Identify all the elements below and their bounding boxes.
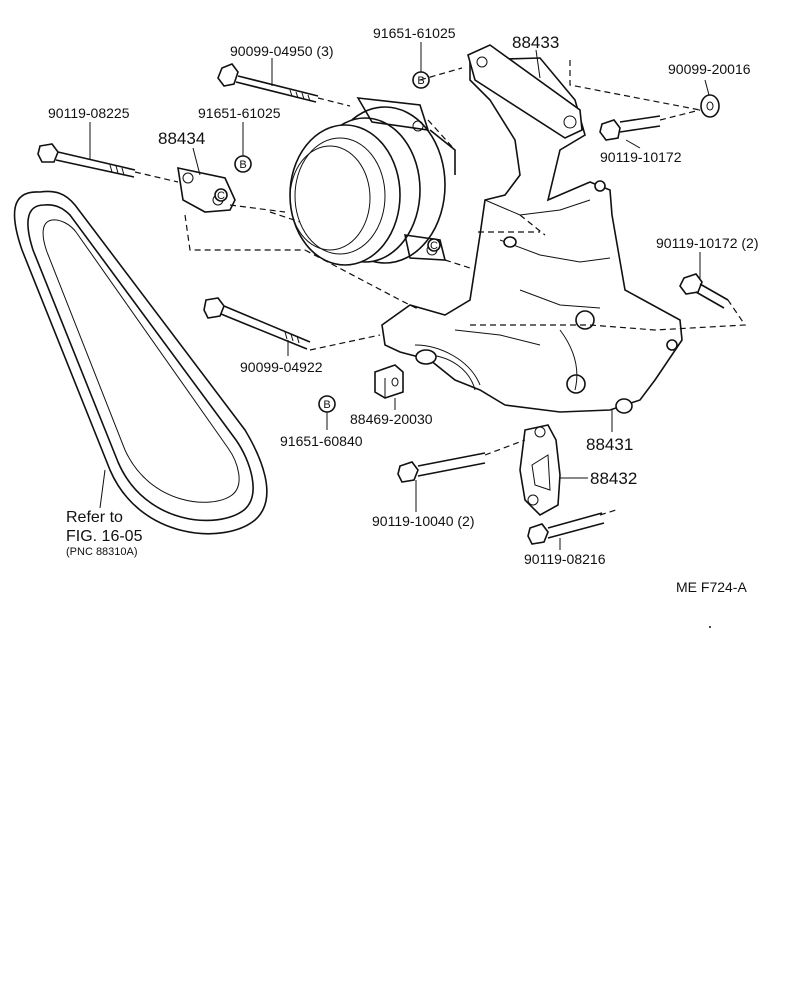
bolt-left-upper [37,143,136,178]
bracket-lower [519,424,561,516]
svg-text:B: B [323,399,330,411]
svg-text:B: B [239,159,246,171]
svg-text:B: B [417,75,424,87]
spacer-block [374,364,404,399]
main-bracket [381,57,683,414]
leader-lines [89,42,710,550]
label-b-mark-top: 91651-61025 [373,25,456,41]
c-symbol-mid: C [427,238,441,252]
b-symbol-left: B [234,155,252,173]
compressor-pulley [289,97,456,266]
bolt-low-left [397,452,486,483]
bolt-long-mid [203,297,311,350]
bolt-top [217,63,319,103]
label-bolt-low-right: 90119-08216 [524,551,606,567]
guide-lines [134,60,747,516]
refer-text-line1: Refer to [66,509,123,526]
label-bracket-lower: 88432 [590,469,637,488]
svg-text:C: C [217,190,225,202]
label-washer: 90099-20016 [668,61,751,77]
refer-text-line2: FIG. 16-05 [66,528,143,545]
stray-dot [709,626,711,628]
label-bracket-main: 88431 [586,435,633,454]
svg-text:C: C [430,240,438,252]
label-spacer: 88469-20030 [350,411,433,427]
drive-belt [13,190,268,535]
bracket-top [467,44,583,139]
c-symbol-left: C [214,188,228,202]
figure-code: ME F724-A [676,579,747,595]
bracket-left [177,166,236,213]
label-bolt-top: 90099-04950 (3) [230,43,334,59]
label-bolt-right-upper: 90119-10172 [600,149,682,165]
bolt-right-mid [679,273,729,309]
bolt-low-right [527,512,605,545]
refer-text-line3: (PNC 88310A) [66,546,138,558]
label-bolt-right-mid: 90119-10172 (2) [656,235,758,251]
b-symbol-low: B [318,395,336,413]
washer [700,94,720,118]
label-bracket-top: 88433 [512,33,559,52]
label-bolt-left-upper: 90119-08225 [48,105,130,121]
label-b-mark-low: 91651-60840 [280,433,363,449]
label-bolt-long-mid: 90099-04922 [240,359,323,375]
label-b-mark-left: 91651-61025 [198,105,281,121]
label-bolt-low-left: 90119-10040 (2) [372,513,474,529]
label-bracket-left: 88434 [158,129,205,148]
bolt-right-upper [599,115,661,141]
